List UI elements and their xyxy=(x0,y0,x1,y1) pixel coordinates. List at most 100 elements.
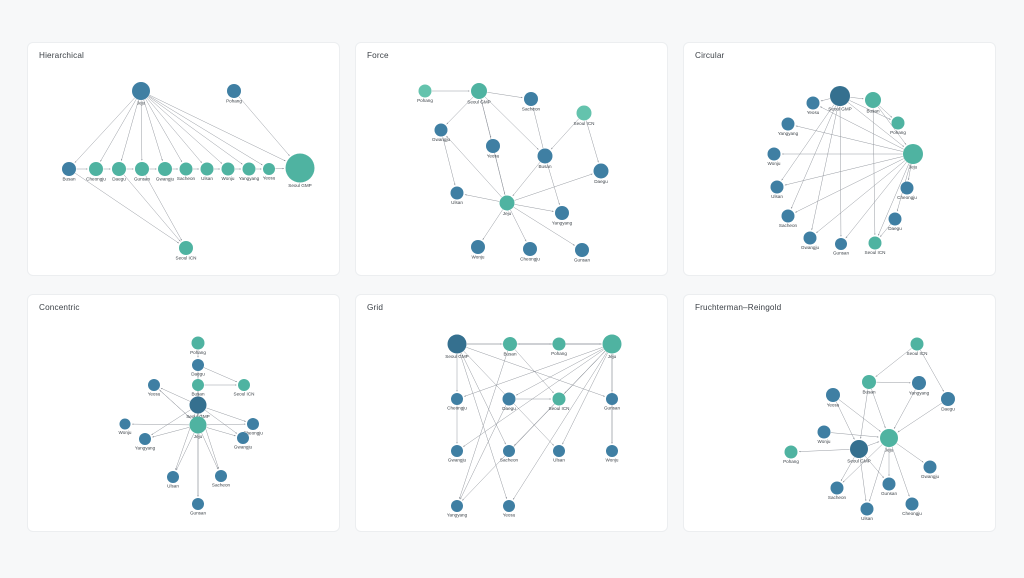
graph-node[interactable] xyxy=(451,445,463,457)
graph-edge xyxy=(143,99,163,161)
graph-node[interactable] xyxy=(602,334,622,354)
graph-node[interactable] xyxy=(192,379,204,391)
graph-node[interactable] xyxy=(132,82,150,100)
graph-node[interactable] xyxy=(112,162,126,176)
graph-node[interactable] xyxy=(434,123,448,137)
graph-node[interactable] xyxy=(537,148,553,164)
graph-node[interactable] xyxy=(826,388,840,402)
graph-node[interactable] xyxy=(89,162,103,176)
graph-node[interactable] xyxy=(200,162,214,176)
graph-node[interactable] xyxy=(502,392,516,406)
graph-node[interactable] xyxy=(868,236,882,250)
graph-node[interactable] xyxy=(880,429,898,447)
graph-node[interactable] xyxy=(552,337,566,351)
graph-node[interactable] xyxy=(191,336,205,350)
graph-node[interactable] xyxy=(215,470,227,482)
graph-node[interactable] xyxy=(910,337,924,351)
graph-node[interactable] xyxy=(830,481,844,495)
graph-node[interactable] xyxy=(503,500,515,512)
graph-node[interactable] xyxy=(576,105,592,121)
graph-node[interactable] xyxy=(781,117,795,131)
graph-node[interactable] xyxy=(900,181,914,195)
graph-node[interactable] xyxy=(862,375,876,389)
graph-node[interactable] xyxy=(238,379,250,391)
graph-node[interactable] xyxy=(192,359,204,371)
graph-node[interactable] xyxy=(451,500,463,512)
graph-node[interactable] xyxy=(192,498,204,510)
graph-node[interactable] xyxy=(221,162,235,176)
graph-node[interactable] xyxy=(503,445,515,457)
graph-node[interactable] xyxy=(237,432,249,444)
graph-node[interactable] xyxy=(263,163,275,175)
graph-node[interactable] xyxy=(247,418,259,430)
graph-node[interactable] xyxy=(817,425,831,439)
graph-node[interactable] xyxy=(158,162,172,176)
graph-node[interactable] xyxy=(606,445,618,457)
graph-node[interactable] xyxy=(552,392,566,406)
graph-node[interactable] xyxy=(781,209,795,223)
graph-edge xyxy=(206,427,236,437)
graph-node[interactable] xyxy=(119,418,131,430)
graph-node[interactable] xyxy=(447,334,467,354)
graph-node[interactable] xyxy=(606,393,618,405)
graph-node[interactable] xyxy=(189,416,207,434)
graph-node[interactable] xyxy=(167,471,179,483)
graph-node[interactable] xyxy=(451,393,463,405)
graph-node[interactable] xyxy=(471,83,487,99)
graph-node[interactable] xyxy=(418,84,432,98)
graph-node[interactable] xyxy=(923,460,937,474)
graph-edge xyxy=(487,92,523,99)
graph-node[interactable] xyxy=(905,497,919,511)
graph-node[interactable] xyxy=(593,163,609,179)
graph-node[interactable] xyxy=(903,144,923,164)
graph-node[interactable] xyxy=(555,206,569,220)
graph-node[interactable] xyxy=(553,445,565,457)
graph-node[interactable] xyxy=(523,242,537,256)
graph-node[interactable] xyxy=(179,241,193,255)
graph-node[interactable] xyxy=(806,96,820,110)
graph-node[interactable] xyxy=(770,180,784,194)
graph-node[interactable] xyxy=(835,238,847,250)
graph-node[interactable] xyxy=(189,396,207,414)
graph-node[interactable] xyxy=(941,392,955,406)
graph-node[interactable] xyxy=(242,162,256,176)
graph-node[interactable] xyxy=(148,379,160,391)
graph-node[interactable] xyxy=(139,433,151,445)
graph-node[interactable] xyxy=(503,337,517,351)
graph-node[interactable] xyxy=(767,147,781,161)
graph-node[interactable] xyxy=(179,162,193,176)
graph-node[interactable] xyxy=(891,116,905,130)
graph-node[interactable] xyxy=(62,162,76,176)
graph-node[interactable] xyxy=(803,231,817,245)
graph-node[interactable] xyxy=(486,139,500,153)
graph-node[interactable] xyxy=(524,92,538,106)
graph-node[interactable] xyxy=(471,240,485,254)
graph-node[interactable] xyxy=(850,440,868,458)
graph-node[interactable] xyxy=(912,376,926,390)
graph-node[interactable] xyxy=(135,162,149,176)
graph-node[interactable] xyxy=(227,84,241,98)
graph-node[interactable] xyxy=(575,243,589,257)
graph-node[interactable] xyxy=(865,92,881,108)
graph-node[interactable] xyxy=(285,153,315,183)
graph-node[interactable] xyxy=(499,195,515,211)
graph-edge xyxy=(876,381,911,384)
graph-node[interactable] xyxy=(882,477,896,491)
graph-node[interactable] xyxy=(860,502,874,516)
graph-node[interactable] xyxy=(888,212,902,226)
graph-node[interactable] xyxy=(830,86,850,106)
graph-node[interactable] xyxy=(784,445,798,459)
graph-node[interactable] xyxy=(450,186,464,200)
